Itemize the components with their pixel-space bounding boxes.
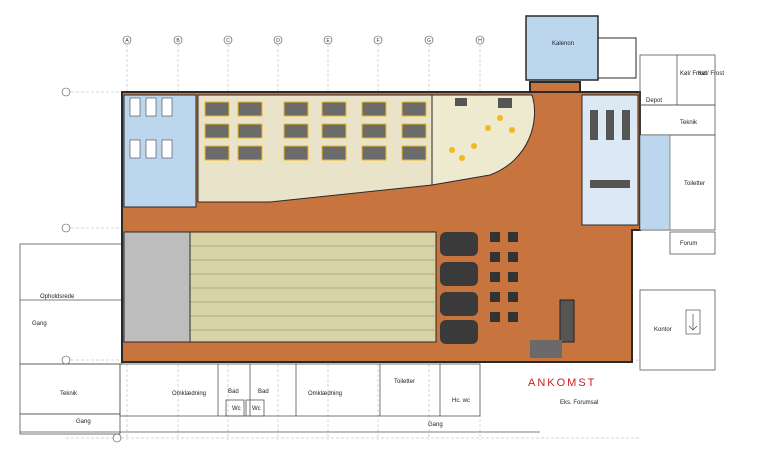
toiletter-right-room (639, 134, 671, 231)
label-forum: Forum (680, 241, 697, 247)
kalenon-room (525, 15, 599, 81)
right-wing (639, 54, 716, 371)
label-toiletter-right: Toiletter (684, 181, 705, 187)
grid-label-c: C (226, 38, 230, 44)
label-kol-frost-1: Køl/ Frost (680, 71, 706, 77)
label-wc-2: Wc (252, 406, 261, 412)
label-bad-2: Bad (258, 389, 269, 395)
label-ekst-forum: Eks. Forumsal (560, 400, 598, 406)
grid-markers (61, 35, 485, 443)
label-hc-wc: Hc. wc (452, 398, 470, 404)
left-wing (19, 243, 123, 435)
lane-booths (440, 232, 478, 344)
grid-label-e: E (326, 38, 330, 44)
toilet-fixtures (129, 97, 173, 159)
grid-label-d: D (276, 38, 280, 44)
label-gang-left: Gang (32, 321, 47, 327)
grid-label-a: A (125, 38, 129, 44)
dining-tables (204, 101, 427, 161)
label-teknik-bottom-left: Teknik (60, 391, 78, 397)
label-kalenon: Kalenon (552, 41, 574, 47)
grid-label-h: H (478, 38, 482, 44)
bar-counter (559, 299, 575, 343)
label-teknik-right: Teknik (680, 120, 698, 126)
label-gang-bottom: Gang (76, 419, 91, 425)
label-kol-frost-2: Køl/ Frost (698, 71, 724, 77)
reception-desk (530, 340, 562, 358)
grid-label-f: F (376, 38, 379, 44)
label-kontor: Kontor (654, 327, 672, 333)
label-depot: Depot (646, 98, 662, 104)
grid-label-b: B (176, 38, 180, 44)
lounge-seats (449, 98, 515, 161)
label-wc-1: Wc (232, 406, 241, 412)
room-labels: Kalenon Depot Køl/ Frost Køl/ Frost Tekn… (32, 41, 724, 428)
grid-labels: A B C D E F G H (125, 38, 482, 44)
cafe-tables (490, 232, 518, 322)
label-omkladning-1: Omklædning (172, 391, 206, 397)
label-bad-1: Bad (228, 389, 239, 395)
kalenon-annex (597, 37, 637, 79)
grid-label-g: G (427, 38, 431, 44)
label-gang-bottom-right: Gang (428, 422, 443, 428)
bowling-lanes (123, 231, 437, 343)
label-omkladning-2: Omklædning (308, 391, 342, 397)
kitchen-equipment (590, 110, 630, 188)
label-toiletter-bottom: Toiletter (394, 379, 415, 385)
lounge-area (431, 94, 536, 186)
bottom-rooms (20, 363, 540, 433)
elevator-icon (685, 309, 701, 335)
label-opholdsrede: Opholdsrede (40, 294, 75, 300)
dining-area (197, 94, 433, 203)
ankomst-label: ANKOMST (528, 377, 596, 389)
